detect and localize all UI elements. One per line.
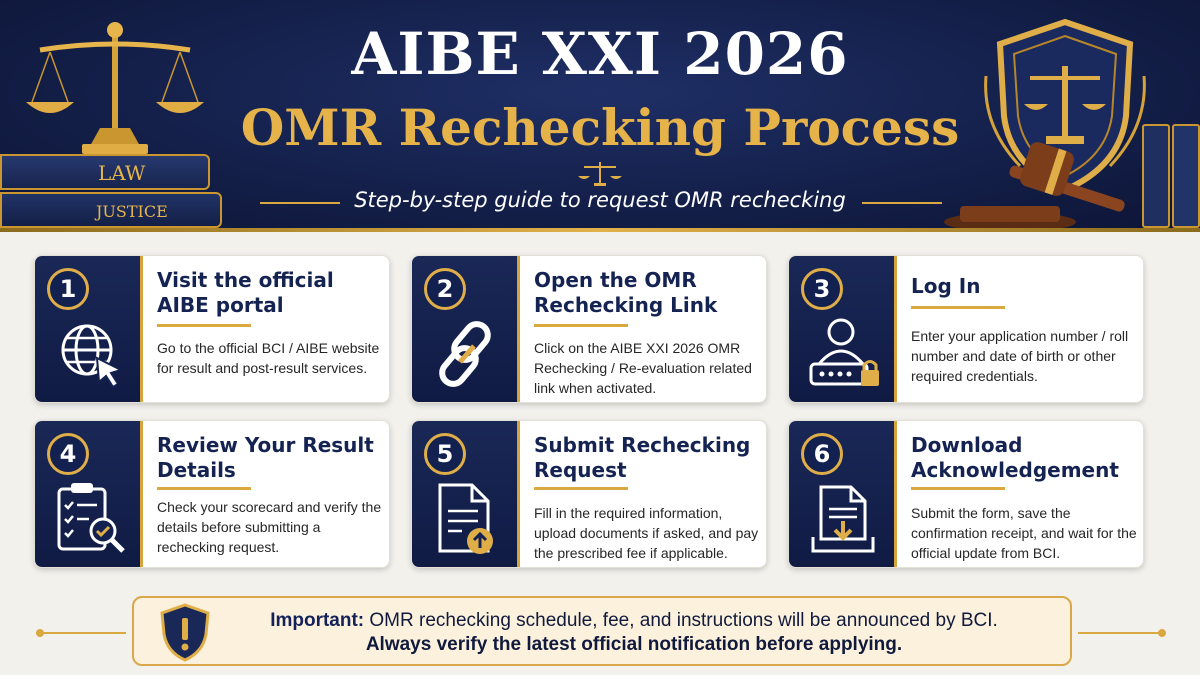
step-card-2: 2 Open the OMR Rechecking Link Click on … xyxy=(411,255,767,403)
title-rule xyxy=(157,324,251,327)
step-number: 2 xyxy=(424,268,466,310)
step-title: Download Acknowledgement xyxy=(911,433,1119,482)
step-card-4: 4 Review Your Result Details Check your … xyxy=(34,420,390,568)
shield-exclamation-icon xyxy=(160,603,210,662)
step-description: Enter your application number / roll num… xyxy=(911,328,1129,384)
step-card-1: 1 Visit the official AIBE portal Go to t… xyxy=(34,255,390,403)
title-rule xyxy=(534,324,628,327)
clipboard-check-icon xyxy=(57,483,125,553)
book-spine xyxy=(1142,124,1170,228)
header-banner: LAW JUSTICE AIBE XXI 2026 OMR Rechecking… xyxy=(0,0,1200,232)
card-side-panel: 2 xyxy=(412,256,520,402)
step-number: 4 xyxy=(47,433,89,475)
important-notice: Important: OMR rechecking schedule, fee,… xyxy=(132,596,1072,666)
notice-line-1: Important: OMR rechecking schedule, fee,… xyxy=(214,609,1054,633)
title-rule xyxy=(157,487,251,490)
step-number: 1 xyxy=(47,268,89,310)
justice-book-label: JUSTICE xyxy=(96,202,168,221)
card-side-panel: 5 xyxy=(412,421,520,567)
subtitle-rule-right xyxy=(862,202,942,204)
notice-text: Important: OMR rechecking schedule, fee,… xyxy=(214,609,1054,657)
card-side-panel: 4 xyxy=(35,421,143,567)
user-password-lock-icon xyxy=(809,318,879,386)
step-card-5: 5 Submit Rechecking Request Fill in the … xyxy=(411,420,767,568)
card-side-panel: 1 xyxy=(35,256,143,402)
step-title: Log In xyxy=(911,274,981,298)
title-rule xyxy=(911,306,1005,309)
book-spine xyxy=(1172,124,1200,228)
notice-label: Important: xyxy=(270,610,365,631)
step-description: Submit the form, save the confirmation r… xyxy=(911,505,1137,561)
document-upload-icon xyxy=(438,483,493,554)
step-title: Submit Rechecking Request xyxy=(534,433,751,482)
step-description: Click on the AIBE XXI 2026 OMR Recheckin… xyxy=(534,340,752,396)
rule-dot xyxy=(36,629,44,637)
notice-message: OMR rechecking schedule, fee, and instru… xyxy=(369,610,998,631)
step-number: 3 xyxy=(801,268,843,310)
law-book: LAW xyxy=(0,154,210,190)
subtitle-rule-left xyxy=(260,202,340,204)
gavel-icon xyxy=(944,142,1125,232)
card-side-panel: 6 xyxy=(789,421,897,567)
scales-of-justice-icon xyxy=(26,22,204,154)
step-description: Check your scorecard and verify the deta… xyxy=(157,499,382,555)
rule-dot xyxy=(1158,629,1166,637)
notice-line-2: Always verify the latest official notifi… xyxy=(365,634,903,655)
page-subtitle-gold: OMR Rechecking Process xyxy=(240,98,960,157)
small-scales-ornament-icon xyxy=(578,162,622,186)
globe-cursor-icon xyxy=(61,324,124,389)
subtitle: Step-by-step guide to request OMR rechec… xyxy=(354,188,846,212)
page-title: AIBE XXI 2026 xyxy=(351,20,849,88)
header-gold-rule xyxy=(0,228,1200,232)
step-title: Visit the official AIBE portal xyxy=(157,268,334,317)
step-card-6: 6 Download Acknowledgement Submit the fo… xyxy=(788,420,1144,568)
card-side-panel: 3 xyxy=(789,256,897,402)
document-download-icon xyxy=(811,485,875,553)
step-number: 5 xyxy=(424,433,466,475)
step-title: Open the OMR Rechecking Link xyxy=(534,268,718,317)
title-rule xyxy=(534,487,628,490)
step-description: Fill in the required information, upload… xyxy=(534,505,759,561)
step-description: Go to the official BCI / AIBE website fo… xyxy=(157,340,380,376)
law-book-label: LAW xyxy=(98,161,146,185)
step-number: 6 xyxy=(801,433,843,475)
notice-rule-left xyxy=(36,632,126,634)
step-card-3: 3 Log In Enter your application number /… xyxy=(788,255,1144,403)
notice-rule-right xyxy=(1078,632,1164,634)
step-title: Review Your Result Details xyxy=(157,433,374,482)
title-rule xyxy=(911,487,1005,490)
link-chain-icon xyxy=(439,321,491,387)
justice-book: JUSTICE xyxy=(0,192,222,228)
